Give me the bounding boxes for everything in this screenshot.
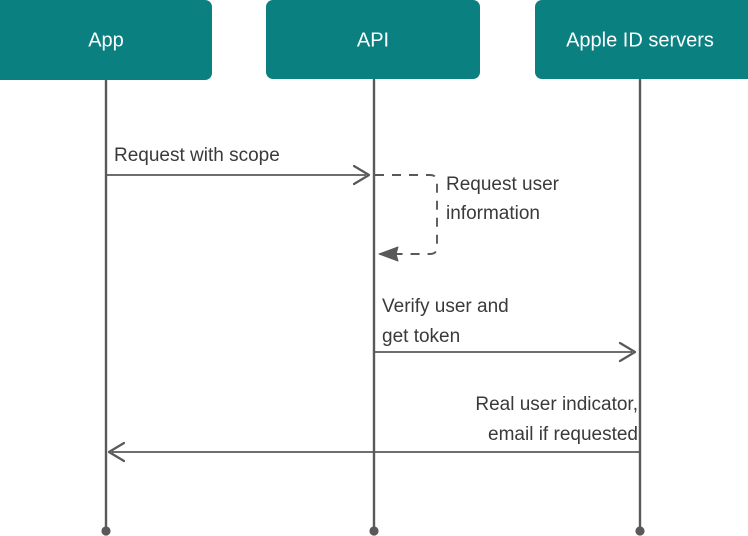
message-line-request-user-information: [375, 174, 438, 255]
message-label-verify-user-and-get-token-line2: get token: [382, 326, 460, 347]
lifeline-end-dot-apple-id-servers: [635, 526, 645, 536]
message-real-user-indicator[interactable]: Real user indicator, email if requested: [107, 394, 639, 463]
arrowhead-filled-left-request-user-information: [378, 246, 399, 262]
arrowhead-open-right-request-with-scope: [352, 164, 371, 186]
actor-box-app[interactable]: [0, 0, 212, 80]
message-label-request-with-scope: Request with scope: [114, 145, 280, 166]
actor-apple-id-servers[interactable]: Apple ID servers: [535, 0, 748, 79]
actor-label-api: API: [357, 29, 389, 51]
lifeline-end-dot-api: [369, 526, 379, 536]
message-request-with-scope[interactable]: Request with scope: [107, 145, 371, 186]
arrowhead-open-right-verify-user-and-get-token: [618, 341, 637, 363]
lifeline-end-dot-app: [101, 526, 111, 536]
actor-api[interactable]: API: [266, 0, 480, 79]
actor-app[interactable]: App: [0, 0, 212, 80]
message-label-real-user-indicator-line1: Real user indicator,: [475, 394, 638, 415]
lifelines: [101, 79, 645, 536]
message-verify-user-and-get-token[interactable]: Verify user and get token: [375, 296, 637, 363]
actor-box-apple-id-servers[interactable]: [535, 0, 748, 79]
message-label-request-user-information-line1: Request user: [446, 174, 560, 195]
message-label-verify-user-and-get-token-line1: Verify user and: [382, 296, 509, 317]
actor-label-app: App: [88, 29, 124, 51]
actor-label-apple-id-servers: Apple ID servers: [566, 29, 714, 51]
message-request-user-information[interactable]: Request user information: [375, 174, 560, 262]
message-label-real-user-indicator-line2: email if requested: [488, 424, 638, 445]
arrowhead-open-left-real-user-indicator: [107, 441, 126, 463]
message-label-request-user-information-line2: information: [446, 203, 540, 224]
actor-box-api[interactable]: [266, 0, 480, 79]
